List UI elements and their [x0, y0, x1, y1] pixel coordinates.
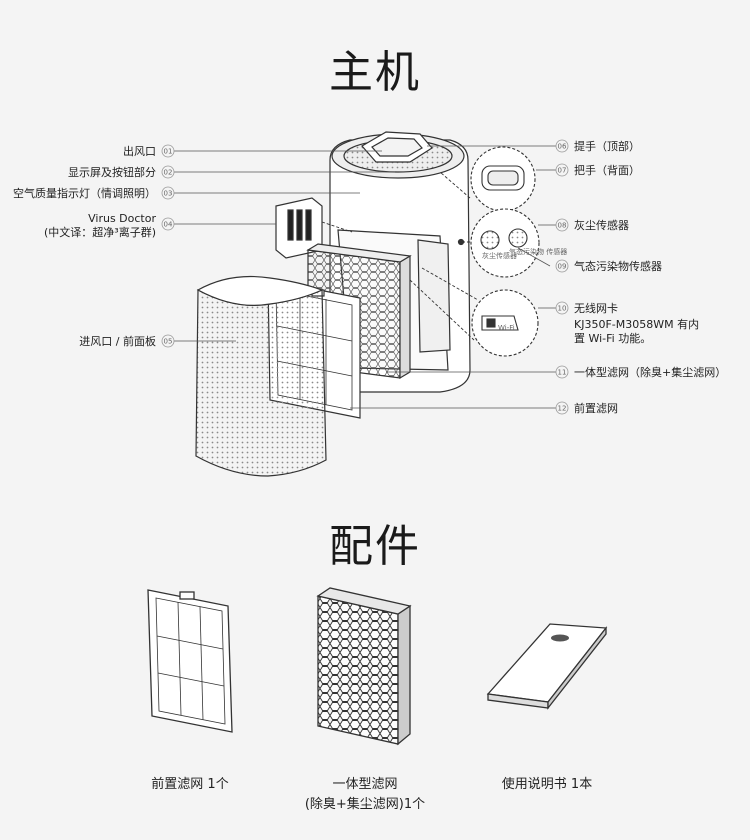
gas-sensor-callout-label: 气态污染物 传感器	[509, 247, 567, 256]
marker-02: 02	[164, 169, 173, 177]
label-back-handle: 把手（背面）	[574, 163, 640, 177]
accessory-pre-filter-caption: 前置滤网 1个	[130, 775, 250, 795]
accessory-integrated-filter-caption: 一体型滤网 (除臭+集尘滤网)1个	[290, 775, 440, 815]
marker-07: 07	[558, 167, 567, 175]
accessory-integrated-filter-sublabel: (除臭+集尘滤网)1个	[304, 797, 426, 812]
label-virus-doctor: Virus Doctor	[88, 212, 156, 225]
label-dust-sensor: 灰尘传感器	[574, 218, 629, 232]
marker-05: 05	[164, 338, 173, 346]
main-unit-title: 主机	[329, 47, 421, 98]
sensor-callout	[470, 208, 540, 278]
accessory-manual-image	[486, 623, 608, 710]
label-air-quality-light: 空气质量指示灯（情调照明）	[13, 186, 156, 200]
number-markers-left	[161, 144, 175, 348]
wifi-callout	[471, 289, 539, 357]
marker-11: 11	[558, 369, 567, 377]
accessory-integrated-filter-image	[316, 587, 412, 746]
label-pre-filter: 前置滤网	[574, 401, 618, 415]
leader-lines	[174, 145, 556, 409]
label-outlet: 出风口	[123, 144, 156, 158]
dashed-connectors	[321, 171, 479, 341]
accessory-integrated-filter-label: 一体型滤网	[332, 777, 398, 792]
accessories-title: 配件	[329, 521, 421, 572]
marker-09: 09	[558, 263, 567, 271]
marker-08: 08	[558, 222, 567, 230]
wifi-callout-label: Wi-Fi	[498, 324, 515, 332]
label-integrated-filter: 一体型滤网（除臭+集尘滤网）	[574, 365, 726, 379]
front-panel	[195, 275, 327, 477]
handle-back-callout	[470, 146, 536, 212]
marker-12: 12	[558, 405, 567, 413]
accessory-pre-filter-image	[147, 589, 233, 733]
marker-01: 01	[164, 148, 173, 156]
marker-06: 06	[558, 143, 567, 151]
number-markers-right	[555, 139, 569, 415]
label-top-handle: 提手（顶部）	[574, 139, 640, 153]
label-inlet-front-panel: 进风口 / 前面板	[79, 334, 156, 348]
label-gas-sensor: 气态污染物传感器	[574, 259, 662, 273]
label-virus-doctor-cn: (中文译：超净³离子群)	[44, 225, 156, 239]
accessory-manual-label: 使用说明书 1本	[501, 777, 593, 792]
marker-03: 03	[164, 190, 173, 198]
marker-04: 04	[164, 221, 173, 229]
label-wifi-model: KJ350F-M3058WM 有内	[574, 317, 699, 331]
brand-logo-icon	[551, 634, 569, 642]
accessory-manual-caption: 使用说明书 1本	[482, 775, 612, 795]
dust-sensor-callout-label: 灰尘传感器	[482, 251, 517, 260]
label-wifi-card: 无线网卡	[574, 301, 618, 315]
marker-10: 10	[558, 305, 567, 313]
accessory-pre-filter-label: 前置滤网 1个	[151, 777, 229, 792]
label-wifi-desc: 置 Wi-Fi 功能。	[574, 331, 651, 345]
label-display-buttons: 显示屏及按钮部分	[68, 165, 156, 179]
